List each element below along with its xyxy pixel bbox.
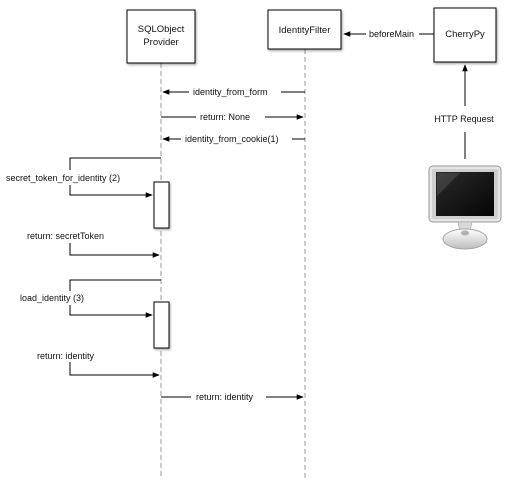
- participant-label-line2: Provider: [143, 37, 178, 48]
- activation-bar-load-identity: [153, 301, 170, 349]
- participant-sqlobject-provider: SQLObject Provider: [126, 9, 196, 64]
- message-identity-from-form: identity_from_form: [162, 87, 305, 97]
- message-label: return: None: [200, 112, 250, 122]
- message-label: identity_from_cookie(1): [185, 134, 279, 144]
- participant-label: IdentityFilter: [279, 25, 331, 36]
- message-label: secret_token_for_identity (2): [6, 173, 120, 183]
- message-label: load_identity (3): [20, 293, 84, 303]
- message-return-secret-token: return: secretToken: [27, 231, 160, 258]
- activation-bar-secret-token: [153, 181, 170, 229]
- participant-identity-filter: IdentityFilter: [267, 9, 342, 50]
- participant-cherrypy: CherryPy: [433, 7, 497, 63]
- message-label: return: secretToken: [27, 231, 104, 241]
- message-secret-token-for-identity: secret_token_for_identity (2): [6, 157, 161, 198]
- message-label: beforeMain: [369, 29, 414, 39]
- imac-computer-icon: [428, 165, 502, 250]
- message-label: return: identity: [37, 351, 95, 361]
- participant-label: CherryPy: [445, 29, 485, 40]
- message-return-identity: return: identity: [161, 392, 304, 402]
- message-label: identity_from_form: [193, 87, 268, 97]
- message-identity-from-cookie: identity_from_cookie(1): [162, 134, 305, 144]
- message-return-identity-self: return: identity: [37, 351, 160, 378]
- message-before-main: beforeMain: [343, 29, 434, 39]
- message-http-request: HTTP Request: [434, 64, 494, 159]
- message-load-identity: load_identity (3): [20, 279, 161, 318]
- message-return-none: return: None: [161, 112, 304, 122]
- participant-label-line1: SQLObject: [138, 24, 185, 35]
- message-label: HTTP Request: [434, 114, 494, 124]
- message-label: return: identity: [196, 392, 254, 402]
